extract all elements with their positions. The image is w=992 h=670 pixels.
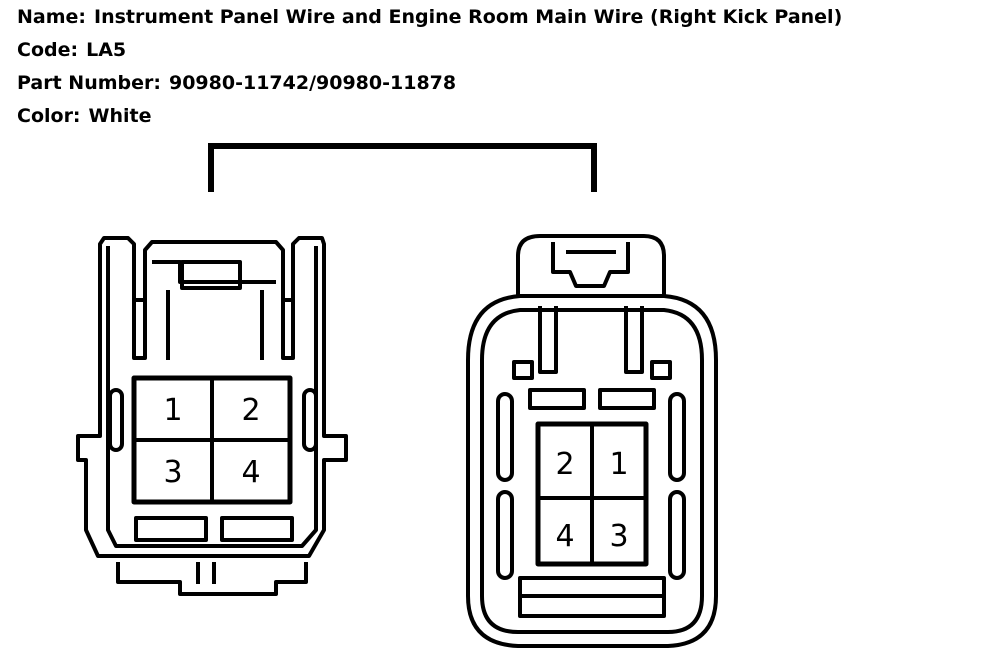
left-lock-housing [152,260,276,284]
right-pin-labels: 2 1 4 3 [555,447,628,554]
right-keyway-left [528,388,586,410]
color-label: Color: [17,105,81,127]
right-pin-1: 1 [609,447,628,482]
color-value: White [88,105,152,127]
part-label: Part Number: [17,72,161,94]
right-pin-2: 2 [555,447,574,482]
right-keyway-right [598,388,656,410]
right-side-rib-upper-left [496,392,514,482]
part-value: 90980-11742/90980-11878 [168,72,457,94]
left-pin-4: 4 [241,455,260,490]
right-pin-3: 3 [609,519,628,554]
right-side-rib-lower-left [496,490,514,580]
left-side-rib-right [302,388,318,452]
left-pin-labels: 1 2 3 4 [163,393,260,490]
right-latch-arm-left [538,306,558,374]
right-housing-outline [466,294,718,648]
left-connector [76,236,348,596]
connector-code: Code: LA5 [17,39,126,61]
right-side-rib-upper-right [668,392,686,482]
left-latch-arm-right [281,300,295,360]
left-keyway-right [220,516,294,542]
right-notch-right [650,360,672,380]
code-label: Code: [17,39,79,61]
right-latch-arm-right [624,306,644,374]
name-value: Instrument Panel Wire and Engine Room Ma… [94,6,843,28]
left-housing-outline [76,236,348,558]
left-latch-arm-left [132,300,147,360]
right-connector [466,234,718,648]
right-lock-tab [551,242,630,288]
right-notch-left [512,360,534,380]
left-housing-inner [106,246,318,548]
left-pin-grid [134,378,290,502]
left-lock-tab [180,260,242,290]
left-pin-1: 1 [163,393,182,428]
left-pin-2: 2 [241,393,260,428]
left-lock-rails [166,290,264,360]
connector-color: Color: White [17,105,152,127]
code-value: LA5 [86,39,127,61]
left-bottom-rail [116,562,308,596]
name-label: Name: [17,6,87,28]
right-housing-inner [480,308,704,634]
left-pin-3: 3 [163,455,182,490]
right-side-rib-lower-right [668,490,686,580]
left-bottom-slot [196,562,216,584]
part-number: Part Number: 90980-11742/90980-11878 [17,72,456,94]
left-side-rib-left [108,388,124,452]
right-pin-grid [538,424,646,564]
mating-bracket [208,143,597,192]
connector-name: Name: Instrument Panel Wire and Engine Ro… [17,6,842,28]
right-pin-4: 4 [555,519,574,554]
left-keyway-left [134,516,208,542]
